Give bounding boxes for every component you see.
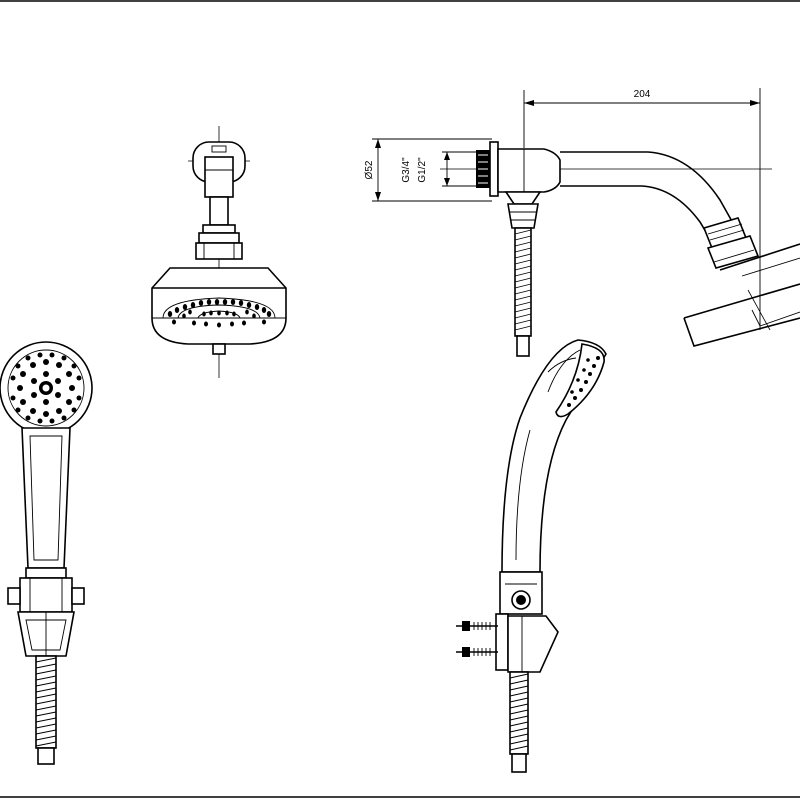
bracket-screw-left — [7, 587, 21, 605]
thread-label-inner: G1/2" — [417, 157, 428, 183]
thread-label-outer: G3/4" — [401, 157, 412, 183]
arm-tube-upper — [560, 151, 739, 233]
side-head-face — [555, 343, 605, 418]
head-bottom-stub — [212, 343, 226, 355]
hand-shower-side-view — [456, 339, 607, 773]
side-spray-nozzles — [567, 356, 600, 407]
bracket-screw-right — [71, 587, 85, 605]
arm-tube-lower — [560, 185, 713, 243]
side-hose — [509, 671, 529, 773]
elbow-body — [497, 148, 561, 193]
head-body — [151, 267, 287, 345]
swivel-nut — [198, 232, 240, 244]
shower-head-front-view — [151, 126, 287, 378]
wall-bracket — [19, 577, 73, 613]
side-mounting-screws — [456, 621, 498, 657]
hand-hose — [35, 655, 57, 765]
wall-flange-side — [489, 141, 499, 197]
head-side-top — [683, 283, 800, 319]
ball-joint — [195, 242, 243, 260]
head-side-face — [683, 317, 800, 347]
shower-arm — [204, 156, 234, 198]
hose-outlet-nut — [507, 203, 539, 229]
dimension-label-diameter: Ø52 — [364, 160, 375, 179]
hand-shower-front-view — [0, 341, 93, 765]
shower-arm-side-view: 204 Ø52 G3/4" G1/2" — [364, 88, 800, 357]
hand-handle — [21, 427, 71, 569]
arm-neck — [209, 196, 229, 226]
flange-slot — [211, 145, 227, 153]
spray-nozzles — [167, 299, 272, 328]
side-wall-plate — [495, 613, 509, 671]
side-bracket-body — [507, 615, 559, 673]
dimension-label-204: 204 — [634, 89, 651, 100]
swivel-ring — [202, 224, 236, 234]
hand-spray-nozzles — [10, 352, 82, 424]
outlet-hose — [514, 227, 532, 357]
